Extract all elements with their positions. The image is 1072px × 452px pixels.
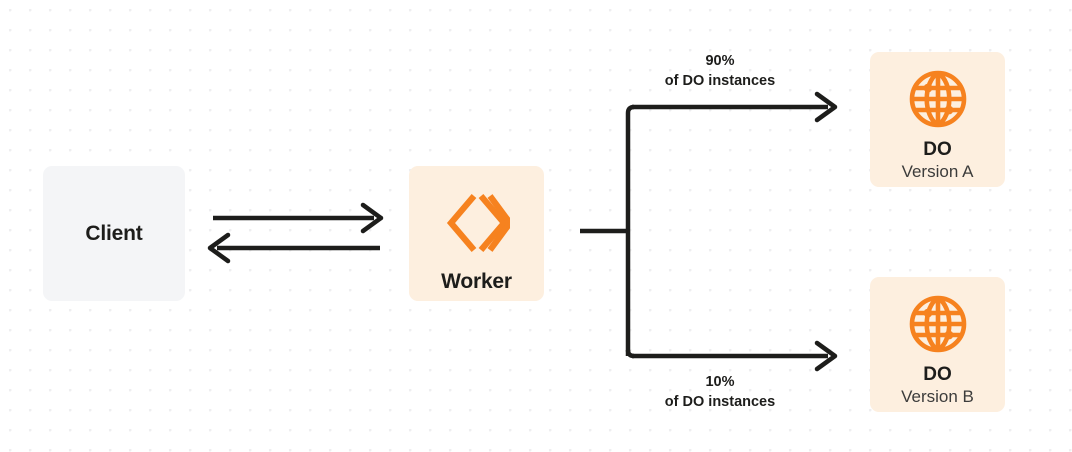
edge-branch-to-do-a <box>632 91 838 123</box>
edge-label-do-a: 90% of DO instances <box>590 52 850 91</box>
node-do-b-label: DO <box>923 364 952 385</box>
edge-worker-to-client <box>207 232 380 264</box>
cloudflare-workers-icon <box>444 190 514 256</box>
edge-label-do-b-percent: 10% <box>705 374 735 390</box>
durable-object-globe-icon <box>907 68 969 130</box>
edge-label-do-b-description: of DO instances <box>664 393 776 410</box>
edge-branch-to-do-b <box>632 340 838 372</box>
edge-worker-branch-spine <box>580 104 635 359</box>
node-worker-label: Worker <box>441 270 512 293</box>
node-worker[interactable]: Worker <box>409 166 544 301</box>
node-do-a-label: DO <box>923 139 952 160</box>
edge-label-do-a-percent: 90% <box>705 53 735 69</box>
durable-object-globe-icon <box>907 293 969 355</box>
node-do-version-a[interactable]: DO Version A <box>870 52 1005 187</box>
edge-label-do-b: 10% of DO instances <box>590 373 850 412</box>
edge-client-to-worker <box>213 202 384 234</box>
node-client[interactable]: Client <box>43 166 185 301</box>
node-do-b-sublabel: Version B <box>901 386 974 406</box>
edge-label-do-a-description: of DO instances <box>664 72 776 89</box>
node-do-version-b[interactable]: DO Version B <box>870 277 1005 412</box>
node-do-a-sublabel: Version A <box>901 161 974 181</box>
node-client-label: Client <box>85 221 143 245</box>
